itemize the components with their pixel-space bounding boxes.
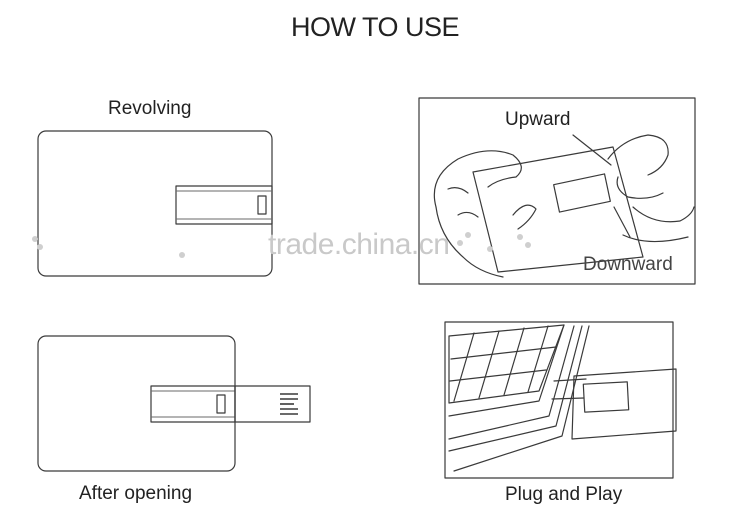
after-opening-label: After opening xyxy=(79,483,193,504)
page-title: HOW TO USE xyxy=(290,12,460,42)
upward-label: Upward xyxy=(505,109,571,130)
revolving-label: Revolving xyxy=(108,98,192,119)
plug-and-play-illustration xyxy=(444,321,677,479)
revolving-card-illustration xyxy=(37,130,273,277)
downward-label: Downward xyxy=(583,254,673,275)
plug-and-play-label: Plug and Play xyxy=(505,484,623,505)
watermark-text: trade.china.cn xyxy=(268,228,450,261)
after-opening-card-illustration xyxy=(37,335,311,472)
upward-downward-illustration xyxy=(418,97,696,285)
watermark-dots xyxy=(32,232,531,258)
